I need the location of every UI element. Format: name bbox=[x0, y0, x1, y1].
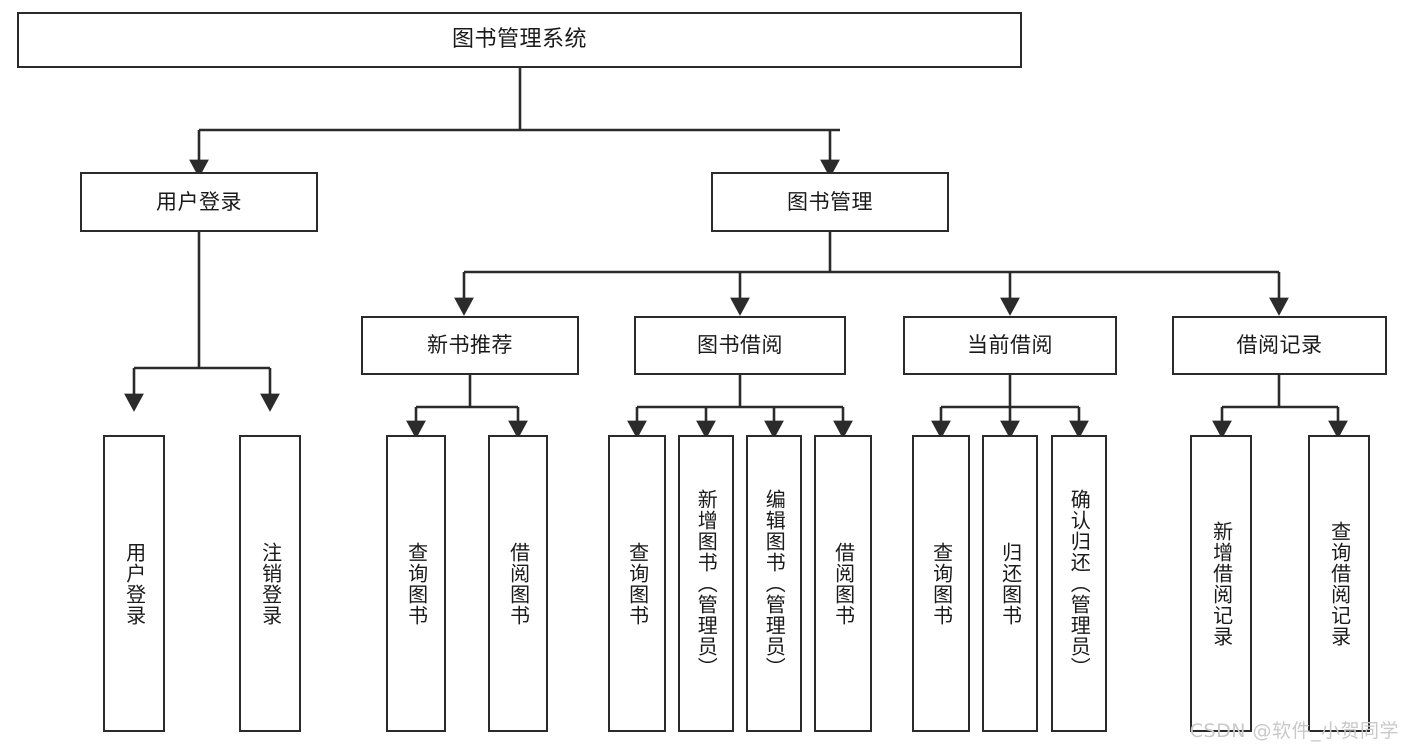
leaf-query-book-newbooks[interactable]: 查询图书 bbox=[386, 435, 446, 732]
node-borrow-record-label: 借阅记录 bbox=[1236, 333, 1323, 358]
node-borrow-record[interactable]: 借阅记录 bbox=[1172, 316, 1387, 375]
node-book-management-label: 图书管理 bbox=[787, 189, 873, 214]
leaf-add-book-admin-label: 新增图书（管理员） bbox=[694, 489, 719, 678]
leaf-edit-book-admin[interactable]: 编辑图书（管理员） bbox=[746, 435, 802, 732]
leaf-logout-label: 注销登录 bbox=[258, 541, 283, 626]
leaf-user-login[interactable]: 用户登录 bbox=[103, 435, 165, 732]
leaf-user-login-label: 用户登录 bbox=[122, 541, 147, 626]
leaf-logout[interactable]: 注销登录 bbox=[239, 435, 301, 732]
leaf-borrow-book-newbooks-label: 借阅图书 bbox=[506, 541, 531, 626]
node-user-login[interactable]: 用户登录 bbox=[80, 172, 318, 232]
leaf-query-book-newbooks-label: 查询图书 bbox=[404, 541, 429, 626]
node-current-borrow[interactable]: 当前借阅 bbox=[903, 316, 1117, 375]
leaf-add-borrow-record-label: 新增借阅记录 bbox=[1209, 520, 1234, 647]
node-book-borrow-label: 图书借阅 bbox=[697, 333, 783, 358]
node-current-borrow-label: 当前借阅 bbox=[967, 333, 1053, 358]
leaf-return-book[interactable]: 归还图书 bbox=[982, 435, 1038, 732]
leaf-query-borrow-record[interactable]: 查询借阅记录 bbox=[1308, 435, 1370, 732]
leaf-query-borrow-record-label: 查询借阅记录 bbox=[1327, 520, 1352, 647]
leaf-borrow-book-newbooks[interactable]: 借阅图书 bbox=[488, 435, 548, 732]
node-root-label: 图书管理系统 bbox=[451, 27, 587, 53]
leaf-query-book-current-label: 查询图书 bbox=[929, 541, 954, 626]
node-new-book-recommend-label: 新书推荐 bbox=[427, 333, 513, 358]
leaf-confirm-return-admin-label: 确认归还（管理员） bbox=[1067, 489, 1092, 678]
watermark: CSDN @软件_小贺同学 bbox=[1189, 720, 1399, 742]
leaf-query-book-current[interactable]: 查询图书 bbox=[912, 435, 970, 732]
leaf-edit-book-admin-label: 编辑图书（管理员） bbox=[762, 489, 787, 678]
node-book-borrow[interactable]: 图书借阅 bbox=[634, 316, 846, 375]
leaf-add-book-admin[interactable]: 新增图书（管理员） bbox=[678, 435, 734, 732]
leaf-borrow-book-borrow[interactable]: 借阅图书 bbox=[814, 435, 872, 732]
leaf-borrow-book-borrow-label: 借阅图书 bbox=[831, 541, 856, 626]
leaf-confirm-return-admin[interactable]: 确认归还（管理员） bbox=[1051, 435, 1107, 732]
node-book-management[interactable]: 图书管理 bbox=[711, 172, 949, 232]
leaf-add-borrow-record[interactable]: 新增借阅记录 bbox=[1190, 435, 1252, 732]
leaf-query-book-borrow[interactable]: 查询图书 bbox=[608, 435, 666, 732]
node-new-book-recommend[interactable]: 新书推荐 bbox=[361, 316, 579, 375]
leaf-query-book-borrow-label: 查询图书 bbox=[625, 541, 650, 626]
node-user-login-label: 用户登录 bbox=[156, 189, 242, 214]
leaf-return-book-label: 归还图书 bbox=[998, 541, 1023, 626]
node-root[interactable]: 图书管理系统 bbox=[17, 12, 1022, 68]
